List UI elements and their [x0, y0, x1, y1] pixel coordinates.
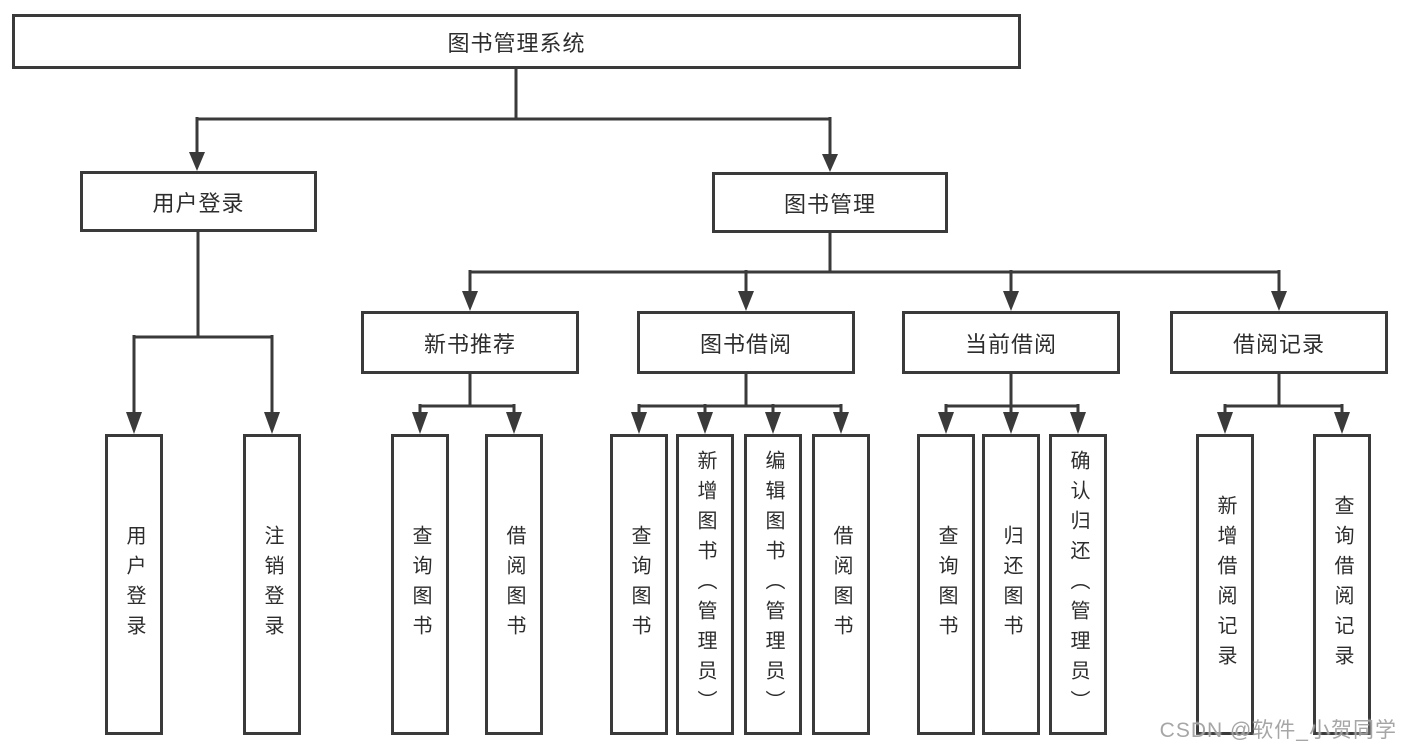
leaf-label: 归还图书 [1000, 524, 1022, 645]
arrowhead-icon [938, 412, 954, 434]
leaf-label: 确认归还（管理员） [1067, 449, 1089, 720]
leaf-label: 编辑图书（管理员） [762, 449, 784, 720]
connector-borrowing-to-leaves [631, 374, 849, 434]
leaf-borrow-books-recommend: 借阅图书 [485, 434, 543, 735]
leaf-edit-book-admin: 编辑图书（管理员） [744, 434, 802, 735]
arrowhead-icon [1217, 412, 1233, 434]
node-label: 当前借阅 [964, 331, 1057, 357]
arrowhead-icon [506, 412, 522, 434]
leaf-user-login: 用户登录 [105, 434, 163, 735]
node-new-book-recommend: 新书推荐 [361, 311, 579, 374]
arrowhead-icon [738, 291, 754, 311]
connector-bookmgmt-to-level2 [462, 233, 1287, 311]
leaf-label: 查询借阅记录 [1331, 494, 1353, 675]
arrowhead-icon [833, 412, 849, 434]
leaf-label: 查询图书 [409, 524, 431, 645]
arrowhead-icon [1003, 291, 1019, 311]
arrowhead-icon [765, 412, 781, 434]
arrowhead-icon [822, 154, 838, 172]
leaf-label: 用户登录 [123, 524, 145, 645]
arrowhead-icon [1003, 412, 1019, 434]
leaf-query-books-current: 查询图书 [917, 434, 975, 735]
leaf-confirm-return-admin: 确认归还（管理员） [1049, 434, 1107, 735]
connector-records-to-leaves [1217, 374, 1350, 434]
node-label: 图书管理系统 [447, 30, 586, 56]
csdn-watermark: CSDN @软件_小贺同学 [1159, 719, 1397, 742]
leaf-label: 查询图书 [935, 524, 957, 645]
leaf-label: 借阅图书 [830, 524, 852, 645]
node-borrow-records: 借阅记录 [1170, 311, 1388, 374]
leaf-return-books: 归还图书 [982, 434, 1040, 735]
arrowhead-icon [126, 412, 142, 434]
leaf-borrow-books: 借阅图书 [812, 434, 870, 735]
leaf-query-books-borrowing: 查询图书 [610, 434, 668, 735]
connector-currentborrow-to-leaves [938, 374, 1086, 434]
node-label: 图书管理 [783, 191, 876, 217]
leaf-add-borrow-record: 新增借阅记录 [1196, 434, 1254, 735]
leaf-query-borrow-record: 查询借阅记录 [1313, 434, 1371, 735]
node-label: 借阅记录 [1232, 331, 1325, 357]
node-user-login: 用户登录 [80, 171, 317, 232]
leaf-query-books-recommend: 查询图书 [391, 434, 449, 735]
node-label: 图书借阅 [699, 331, 792, 357]
leaf-label: 借阅图书 [503, 524, 525, 645]
node-label: 用户登录 [152, 190, 245, 216]
arrowhead-icon [412, 412, 428, 434]
arrowhead-icon [1271, 291, 1287, 311]
leaf-label: 新增图书（管理员） [694, 449, 716, 720]
arrowhead-icon [189, 152, 205, 171]
arrowhead-icon [697, 412, 713, 434]
leaf-label: 查询图书 [628, 524, 650, 645]
arrowhead-icon [1070, 412, 1086, 434]
connector-userlogin-to-leaves [126, 232, 280, 434]
arrowhead-icon [631, 412, 647, 434]
arrowhead-icon [264, 412, 280, 434]
leaf-label: 新增借阅记录 [1214, 494, 1236, 675]
node-label: 新书推荐 [423, 331, 516, 357]
node-book-management: 图书管理 [712, 172, 948, 233]
connector-root-to-level1 [189, 69, 838, 172]
leaf-label: 注销登录 [261, 524, 283, 645]
node-current-borrowing: 当前借阅 [902, 311, 1120, 374]
arrowhead-icon [1334, 412, 1350, 434]
node-library-management-system: 图书管理系统 [12, 14, 1021, 69]
leaf-add-book-admin: 新增图书（管理员） [676, 434, 734, 735]
arrowhead-icon [462, 291, 478, 311]
node-book-borrowing: 图书借阅 [637, 311, 855, 374]
connector-newbooks-to-leaves [412, 374, 522, 434]
leaf-logout: 注销登录 [243, 434, 301, 735]
